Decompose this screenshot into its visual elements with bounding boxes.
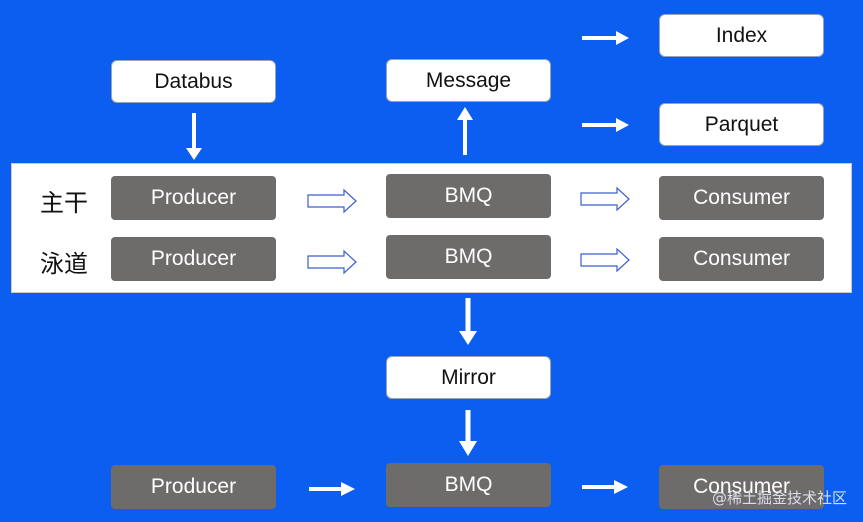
bottom-bmq-box: BMQ [386,463,551,507]
lane1-consumer-box: Consumer [659,176,824,220]
bottom-producer-box: Producer [111,465,276,509]
lane-label-swimlane: 泳道 [40,250,88,278]
hollow-arrow-lane2-producer-bmq [307,249,357,275]
parquet-box: Parquet [659,103,824,146]
arrow-mirror-to-bmq [459,410,477,456]
arrow-to-parquet [582,118,629,132]
lane-label-main: 主干 [40,189,88,217]
message-box: Message [386,59,551,102]
hollow-arrow-lane1-bmq-consumer [580,186,630,212]
databus-box: Databus [111,60,276,103]
lane1-producer-box: Producer [111,176,276,220]
hollow-arrow-lane1-producer-bmq [307,188,357,214]
arrow-bmq-to-message [457,107,473,155]
mirror-box: Mirror [386,356,551,399]
lane2-producer-box: Producer [111,237,276,281]
index-box: Index [659,14,824,57]
lane2-consumer-box: Consumer [659,237,824,281]
arrow-bottom-bmq-consumer [582,480,628,494]
bottom-consumer-box: Consumer [659,465,824,509]
hollow-arrow-lane2-bmq-consumer [580,247,630,273]
lane2-bmq-box: BMQ [386,235,551,279]
lane1-bmq-box: BMQ [386,174,551,218]
arrow-bottom-producer-bmq [309,482,355,496]
arrow-databus-to-producer [186,113,202,160]
arrow-to-index [582,31,629,45]
watermark-text: @稀土掘金技术社区 [711,489,847,507]
arrow-band-to-mirror [459,298,477,345]
